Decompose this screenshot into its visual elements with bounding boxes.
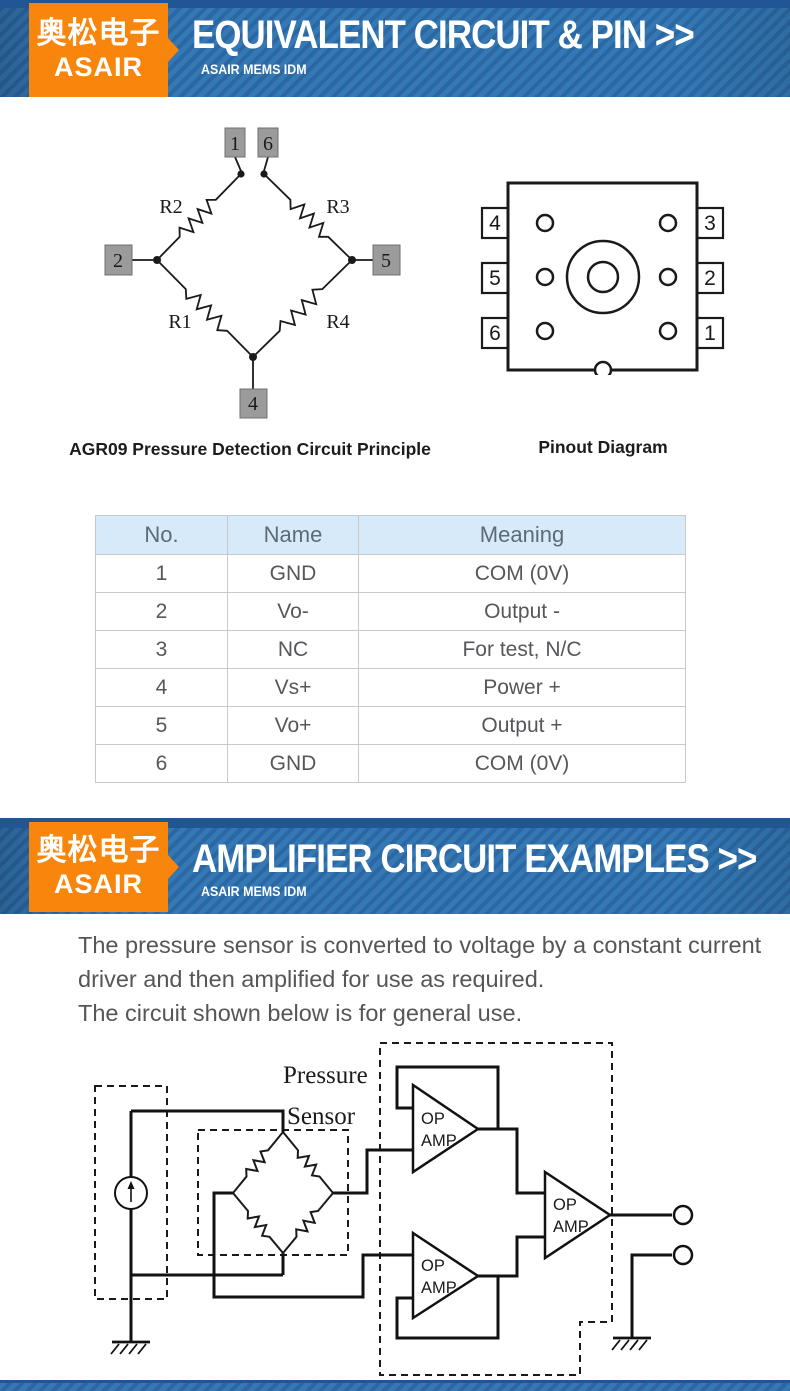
paragraph-line: driver and then amplified for use as req… [78, 966, 545, 992]
brand-tagline: ASAIR MEMS IDM [201, 884, 307, 899]
resistor-R1-label: R1 [168, 311, 191, 333]
section1-title: EQUIVALENT CIRCUIT & PIN >> [192, 13, 695, 57]
brand-name-cn: 奥松电子 [36, 834, 161, 867]
paragraph-line: The pressure sensor is converted to volt… [78, 932, 762, 958]
col-header-meaning: Meaning [358, 515, 686, 555]
opamp-output [543, 1169, 613, 1261]
table-header-row: No. Name Meaning [95, 515, 686, 555]
section2-title: AMPLIFIER CIRCUIT EXAMPLES >> [192, 837, 757, 881]
asair-logo-badge: 奥松电子 ASAIR [29, 3, 179, 97]
resistor-R2 [156, 173, 242, 261]
pin-box-5-label: 5 [381, 250, 391, 272]
feedback-top [395, 1065, 500, 1129]
brand-tagline: ASAIR MEMS IDM [201, 62, 307, 77]
tab-2-label: 2 [704, 267, 716, 290]
header-banner-amplifier-examples: 奥松电子 ASAIR AMPLIFIER CIRCUIT EXAMPLES >>… [0, 818, 790, 914]
opamp-top [411, 1082, 481, 1175]
junction-dot [348, 256, 356, 264]
bridge-caption: AGR09 Pressure Detection Circuit Princip… [69, 439, 431, 459]
bridge-arm [282, 1192, 334, 1254]
pin-box-1-label: 1 [230, 133, 240, 155]
pin-box-2-label: 2 [113, 250, 123, 272]
banner-top-stripe [0, 0, 790, 8]
pin-box-5 [372, 244, 401, 276]
pin-box-4 [239, 388, 268, 419]
svg-text:OP: OP [421, 1257, 445, 1275]
feedback-bottom [395, 1276, 500, 1340]
tab-5-label: 5 [489, 267, 501, 290]
resistor-R4-label: R4 [326, 311, 349, 333]
pin-box-2 [104, 244, 133, 276]
sensor-label: Sensor [287, 1103, 356, 1130]
pin-box-6-label: 6 [263, 133, 273, 155]
brand-name-cn: 奥松电子 [36, 17, 161, 50]
resistor-R1 [156, 259, 254, 358]
amplifier-description: The pressure sensor is converted to volt… [78, 928, 761, 1030]
wire-vo-plus [333, 1148, 413, 1195]
pin-box-1 [224, 127, 246, 158]
ground-symbol [611, 1336, 651, 1351]
pressure-label: Pressure [283, 1062, 368, 1089]
svg-text:AMP: AMP [421, 1279, 457, 1297]
equivalent-circuit-diagram: 1 6 2 5 4 R2 R3 R1 R4 4 5 6 3 2 1 [69, 127, 725, 459]
brand-name-en: ASAIR [53, 869, 143, 899]
resistor-R2-label: R2 [159, 196, 182, 218]
output-terminal-minus [672, 1244, 694, 1266]
tab-1-label: 1 [704, 322, 716, 345]
junction-dot [260, 170, 268, 178]
bridge-arm [232, 1192, 284, 1254]
paragraph-line: The circuit shown below is for general u… [78, 1000, 523, 1026]
brand-name-en: ASAIR [53, 52, 143, 82]
pin-box-6 [257, 127, 279, 158]
current-source-box [94, 1085, 168, 1300]
header-banner-equivalent-circuit: 奥松电子 ASAIR EQUIVALENT CIRCUIT & PIN >> A… [0, 0, 790, 97]
amplifier-circuit-diagram: OP AMP OP AMP OP AMP Pressure Sensor [94, 1042, 694, 1376]
bridge-arm [232, 1131, 284, 1194]
asair-logo-badge: 奥松电子 ASAIR [29, 822, 179, 912]
amplifier-box [379, 1042, 613, 1376]
center-port-inner [586, 260, 620, 294]
output-terminal-plus [672, 1204, 694, 1226]
junction-dot [153, 256, 161, 264]
sensor-box [197, 1129, 349, 1256]
junction-dot [237, 170, 245, 178]
pin-box-4-label: 4 [248, 393, 258, 415]
tab-3-label: 3 [704, 212, 716, 235]
resistor-R3 [263, 173, 353, 261]
pinout-caption: Pinout Diagram [538, 437, 667, 457]
bridge-arm [282, 1131, 334, 1194]
col-header-no: No. [95, 515, 228, 555]
opamp-bottom [411, 1230, 481, 1321]
resistor-R3-label: R3 [326, 196, 349, 218]
bridge-circuit: 1 6 2 5 4 R2 R3 R1 R4 [104, 127, 401, 419]
tab-4-label: 4 [489, 212, 501, 235]
junction-dot [249, 353, 257, 361]
ground-symbol [110, 1340, 150, 1355]
banner-top-stripe [0, 818, 790, 828]
tab-6-label: 6 [489, 322, 501, 345]
svg-text:OP: OP [421, 1110, 445, 1128]
svg-text:AMP: AMP [421, 1132, 457, 1150]
col-header-name: Name [227, 515, 359, 555]
wire-vo-minus [212, 1191, 413, 1299]
bottom-banner-strip [0, 1380, 790, 1391]
current-arrow [127, 1181, 135, 1189]
pinout-diagram: 4 5 6 3 2 1 [480, 181, 725, 385]
resistor-R4 [252, 259, 353, 358]
svg-text:AMP: AMP [553, 1218, 589, 1236]
svg-text:OP: OP [553, 1196, 577, 1214]
